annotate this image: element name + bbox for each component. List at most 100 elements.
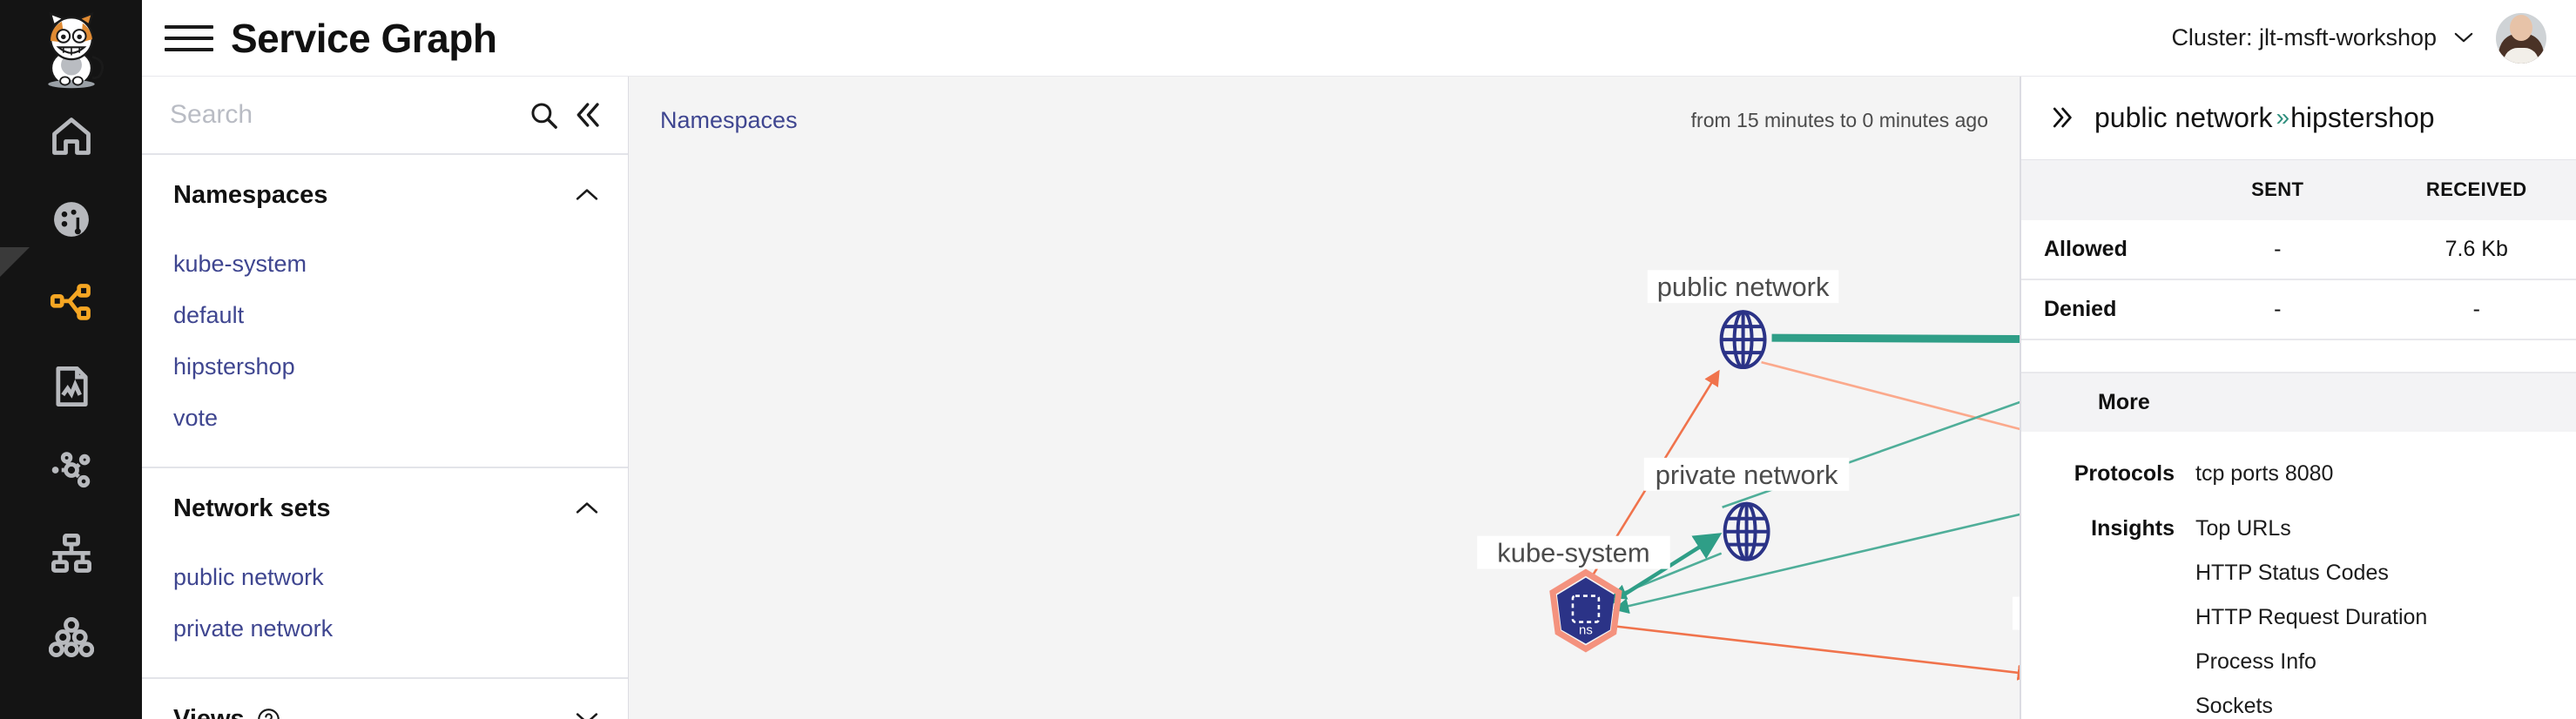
metric-label-denied: Denied bbox=[2044, 297, 2117, 322]
search-icon[interactable] bbox=[522, 93, 565, 137]
metrics-col-received: RECEIVED bbox=[2425, 178, 2527, 201]
rail-item-home[interactable] bbox=[0, 94, 142, 178]
sidebar-item-private-network[interactable]: private network bbox=[173, 615, 334, 642]
sidebar-item-public-network[interactable]: public network bbox=[173, 564, 324, 591]
avatar[interactable] bbox=[2496, 12, 2546, 64]
insight-top-urls[interactable]: Top URLs bbox=[2195, 516, 2291, 541]
graph-node-public-network[interactable]: public network bbox=[1647, 270, 1839, 370]
insight-http-request-duration[interactable]: HTTP Request Duration bbox=[2195, 605, 2428, 630]
cluster-selector[interactable]: Cluster: jlt-msft-workshop bbox=[2171, 24, 2473, 51]
metrics-table-header: SENT RECEIVED bbox=[2021, 159, 2576, 220]
table-row: Allowed - 7.6 Kb bbox=[2021, 220, 2576, 281]
sidebar-item-kube-system[interactable]: kube-system bbox=[173, 251, 307, 277]
edge-kube-system-to-private-network[interactable] bbox=[1609, 533, 1723, 605]
edge-public-network-to-hipstershop[interactable] bbox=[1771, 333, 2020, 344]
chevron-down-icon bbox=[2454, 32, 2473, 43]
flow-source: public network bbox=[2094, 101, 2273, 133]
panel-spacer bbox=[2021, 340, 2576, 373]
page-title: Service Graph bbox=[231, 15, 497, 61]
flow-details-panel: public network » hipstershop SENT RECEIV… bbox=[2020, 77, 2576, 719]
graph-node-default[interactable]: default ns bbox=[2013, 596, 2020, 709]
edge-kube-system-to-default[interactable] bbox=[1615, 625, 2020, 681]
protocols-row: Protocols tcp ports 8080 bbox=[2021, 432, 2576, 487]
flow-title: public network » hipstershop bbox=[2094, 102, 2435, 134]
collapse-panel-icon[interactable] bbox=[565, 93, 609, 137]
section-items-network-sets: public network private network bbox=[142, 548, 628, 677]
service-graph-svg[interactable]: public network hipstershop ns bbox=[629, 77, 2020, 719]
top-header: Service Graph Cluster: jlt-msft-workshop bbox=[142, 0, 2576, 77]
section-header-namespaces[interactable]: Namespaces bbox=[142, 155, 628, 235]
table-row: Denied - - bbox=[2021, 280, 2576, 341]
search-input[interactable] bbox=[170, 100, 513, 130]
rail-item-policies[interactable] bbox=[0, 345, 142, 428]
left-panel: Namespaces kube-system default hipstersh… bbox=[142, 77, 629, 719]
graph-edges bbox=[1590, 333, 2020, 681]
edge-vote-to-kube-system[interactable] bbox=[1613, 486, 2020, 615]
metric-allowed-sent: - bbox=[2274, 236, 2282, 261]
insight-process-info[interactable]: Process Info bbox=[2195, 649, 2316, 675]
insights-label: Insights bbox=[2091, 516, 2175, 541]
metric-allowed-received: 7.6 Kb bbox=[2445, 236, 2508, 261]
canvas-header: Namespaces from 15 minutes to 0 minutes … bbox=[629, 77, 2020, 164]
section-header-network-sets[interactable]: Network sets bbox=[142, 468, 628, 548]
metric-denied-received: - bbox=[2472, 297, 2480, 322]
graph-canvas[interactable]: Namespaces from 15 minutes to 0 minutes … bbox=[629, 77, 2020, 719]
flow-destination: hipstershop bbox=[2290, 101, 2435, 133]
body-row: Namespaces kube-system default hipstersh… bbox=[142, 77, 2576, 719]
cluster-label: Cluster: jlt-msft-workshop bbox=[2171, 24, 2437, 50]
metric-label-allowed: Allowed bbox=[2044, 236, 2128, 261]
chevrons-right-icon[interactable] bbox=[2047, 104, 2077, 131]
metrics-col-sent: SENT bbox=[2251, 178, 2304, 201]
section-title: Network sets bbox=[173, 494, 331, 522]
node-sublabel: ns bbox=[1579, 622, 1593, 637]
rail-item-service-graph[interactable] bbox=[0, 247, 142, 345]
node-label: public network bbox=[1657, 272, 1830, 302]
icon-rail bbox=[0, 0, 142, 719]
rail-icon-list bbox=[0, 94, 142, 679]
node-label: private network bbox=[1656, 460, 1838, 490]
double-chevron-right-icon: » bbox=[2276, 104, 2289, 131]
search-box[interactable] bbox=[142, 76, 565, 154]
calico-cat-logo[interactable] bbox=[28, 7, 115, 94]
sidebar-item-hipstershop[interactable]: hipstershop bbox=[173, 353, 295, 380]
insight-sockets[interactable]: Sockets bbox=[2195, 694, 2273, 719]
time-range-label: from 15 minutes to 0 minutes ago bbox=[1690, 108, 1988, 131]
header-right-group: Cluster: jlt-msft-workshop bbox=[2171, 12, 2546, 64]
sidebar-item-default[interactable]: default bbox=[173, 302, 245, 329]
chevron-up-icon bbox=[576, 189, 598, 200]
metric-denied-sent: - bbox=[2274, 297, 2282, 322]
protocols-label: Protocols bbox=[2074, 461, 2175, 487]
rail-item-hierarchy[interactable] bbox=[0, 512, 142, 595]
chevron-up-icon bbox=[576, 502, 598, 514]
section-header-views[interactable]: Views bbox=[142, 679, 628, 719]
sidebar-section-views: Views bbox=[142, 679, 628, 719]
section-title: Views bbox=[173, 704, 245, 719]
protocols-value: tcp ports 8080 bbox=[2195, 461, 2334, 487]
rail-item-dashboards[interactable] bbox=[0, 178, 142, 261]
graph-node-private-network[interactable]: private network bbox=[1643, 457, 1850, 561]
breadcrumb[interactable]: Namespaces bbox=[660, 106, 798, 133]
sidebar-item-vote[interactable]: vote bbox=[173, 405, 219, 432]
insights-row: Insights Top URLs HTTP Status Codes HTTP… bbox=[2021, 487, 2576, 719]
flow-details-header: public network » hipstershop bbox=[2021, 77, 2576, 160]
rail-item-clusters[interactable] bbox=[0, 595, 142, 679]
more-section-header[interactable]: More bbox=[2021, 373, 2576, 433]
section-title: Namespaces bbox=[173, 180, 328, 209]
main-column: Service Graph Cluster: jlt-msft-workshop bbox=[142, 0, 2576, 719]
edge-public-network-to-vote[interactable] bbox=[1761, 360, 2020, 458]
help-circle-icon[interactable] bbox=[257, 708, 280, 719]
chevron-down-icon bbox=[576, 713, 598, 719]
hamburger-icon[interactable] bbox=[165, 19, 213, 57]
insight-http-status-codes[interactable]: HTTP Status Codes bbox=[2195, 561, 2389, 586]
graph-nodes: public network hipstershop ns bbox=[1477, 270, 2020, 709]
sidebar-section-namespaces: Namespaces kube-system default hipstersh… bbox=[142, 155, 628, 469]
insights-list: Top URLs HTTP Status Codes HTTP Request … bbox=[2195, 516, 2576, 719]
section-items-namespaces: kube-system default hipstershop vote bbox=[142, 235, 628, 467]
node-label: kube-system bbox=[1497, 538, 1649, 568]
rail-item-nodes[interactable] bbox=[0, 428, 142, 512]
node-selected-ring bbox=[1549, 568, 1622, 653]
search-row bbox=[142, 77, 628, 155]
graph-node-kube-system[interactable]: kube-system ns bbox=[1477, 535, 1670, 653]
sidebar-section-network-sets: Network sets public network private netw… bbox=[142, 468, 628, 680]
